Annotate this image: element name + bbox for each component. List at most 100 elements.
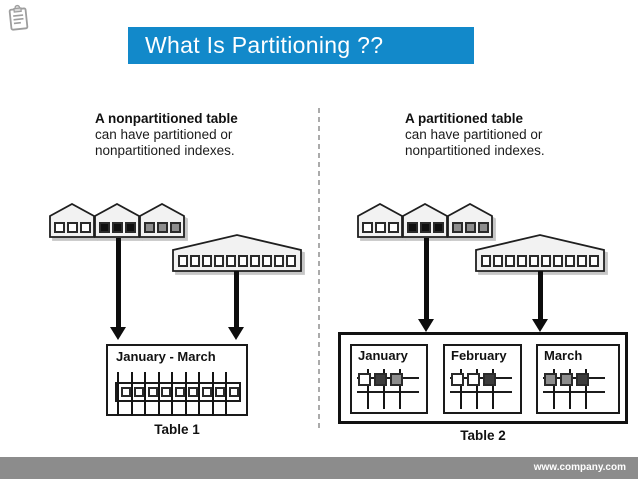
right-partitioned-index bbox=[357, 203, 493, 238]
right-line3: nonpartitioned indexes. bbox=[405, 143, 545, 158]
table-1-cells bbox=[117, 372, 239, 416]
partition-february: February bbox=[443, 344, 522, 414]
index-segment-squares bbox=[447, 222, 493, 233]
square-white bbox=[250, 255, 260, 267]
index-squares bbox=[178, 255, 296, 267]
square-white bbox=[190, 255, 200, 267]
square-white bbox=[274, 255, 284, 267]
index-squares bbox=[481, 255, 599, 267]
square-white bbox=[505, 255, 515, 267]
square-white bbox=[450, 369, 466, 409]
index-segment bbox=[402, 203, 448, 238]
arrow-down bbox=[234, 271, 239, 327]
left-nonpartitioned-index bbox=[172, 233, 302, 273]
index-segment bbox=[49, 203, 95, 238]
square-gray bbox=[143, 222, 155, 233]
grid-line bbox=[543, 391, 605, 393]
square-white bbox=[361, 222, 373, 233]
square-gray bbox=[451, 222, 463, 233]
partition-grid bbox=[543, 369, 605, 409]
square-white bbox=[262, 255, 272, 267]
partition-label: March bbox=[544, 348, 583, 363]
partition-cells bbox=[543, 369, 591, 409]
square-gray bbox=[464, 222, 476, 233]
square-white bbox=[53, 222, 65, 233]
square-white bbox=[144, 372, 158, 416]
square-dark bbox=[575, 369, 591, 409]
square-black bbox=[124, 222, 136, 233]
partition-label: January bbox=[358, 348, 408, 363]
partition-grid bbox=[450, 369, 512, 409]
square-white bbox=[374, 222, 386, 233]
arrow-down-head bbox=[110, 327, 126, 340]
square-gray bbox=[169, 222, 181, 233]
index-segment bbox=[139, 203, 185, 238]
square-white bbox=[553, 255, 563, 267]
square-white bbox=[387, 222, 399, 233]
square-white bbox=[541, 255, 551, 267]
partition-cells bbox=[450, 369, 498, 409]
square-black bbox=[98, 222, 110, 233]
nonpartitioned-description: A nonpartitioned table can have partitio… bbox=[95, 111, 315, 159]
square-white bbox=[157, 372, 172, 416]
square-black bbox=[406, 222, 418, 233]
square-white bbox=[481, 255, 491, 267]
index-segment bbox=[357, 203, 403, 238]
square-black bbox=[111, 222, 123, 233]
square-white bbox=[117, 372, 131, 416]
square-white bbox=[66, 222, 78, 233]
square-white bbox=[517, 255, 527, 267]
left-line3: nonpartitioned indexes. bbox=[95, 143, 235, 158]
square-white bbox=[466, 369, 482, 409]
square-dark bbox=[373, 369, 389, 409]
index-segment-squares bbox=[402, 222, 448, 233]
square-black bbox=[419, 222, 431, 233]
arrow-down bbox=[538, 271, 543, 319]
index-segment-squares bbox=[139, 222, 185, 233]
grid-line bbox=[450, 391, 512, 393]
square-gray bbox=[156, 222, 168, 233]
table-1-caption: Table 1 bbox=[154, 422, 200, 437]
right-nonpartitioned-index bbox=[475, 233, 605, 273]
square-white bbox=[238, 255, 248, 267]
square-white bbox=[357, 369, 373, 409]
square-gray bbox=[477, 222, 489, 233]
square-black bbox=[432, 222, 444, 233]
table-1-range-label: January - March bbox=[116, 349, 216, 364]
partition-january: January bbox=[350, 344, 428, 414]
square-white bbox=[493, 255, 503, 267]
index-segment bbox=[94, 203, 140, 238]
square-white bbox=[198, 372, 212, 416]
square-white bbox=[577, 255, 587, 267]
partition-march: March bbox=[536, 344, 620, 414]
table-2-caption: Table 2 bbox=[460, 428, 506, 443]
arrow-down bbox=[116, 238, 121, 327]
index-segment-squares bbox=[94, 222, 140, 233]
left-heading: A nonpartitioned table bbox=[95, 111, 238, 126]
square-white bbox=[202, 255, 212, 267]
square-white bbox=[286, 255, 296, 267]
footer-url: www.company.com bbox=[533, 462, 626, 473]
arrow-down-head bbox=[418, 319, 434, 332]
square-white bbox=[226, 255, 236, 267]
table-1-rows bbox=[115, 372, 241, 416]
arrow-down bbox=[424, 238, 429, 319]
index-segment bbox=[447, 203, 493, 238]
square-white bbox=[565, 255, 575, 267]
square-white bbox=[589, 255, 599, 267]
square-white bbox=[225, 372, 239, 416]
footer-bar: www.company.com bbox=[0, 457, 638, 479]
dashed-divider bbox=[318, 108, 320, 432]
right-line2: can have partitioned or bbox=[405, 127, 543, 142]
square-white bbox=[79, 222, 91, 233]
square-white bbox=[211, 372, 226, 416]
right-heading: A partitioned table bbox=[405, 111, 524, 126]
table-2: January February March bbox=[338, 332, 628, 424]
partition-cells bbox=[357, 369, 405, 409]
index-segment-squares bbox=[357, 222, 403, 233]
partition-label: February bbox=[451, 348, 507, 363]
partition-grid bbox=[357, 369, 419, 409]
grid-line bbox=[357, 391, 419, 393]
slide-title: What Is Partitioning ?? bbox=[128, 27, 474, 64]
table-1: January - March bbox=[106, 344, 248, 416]
